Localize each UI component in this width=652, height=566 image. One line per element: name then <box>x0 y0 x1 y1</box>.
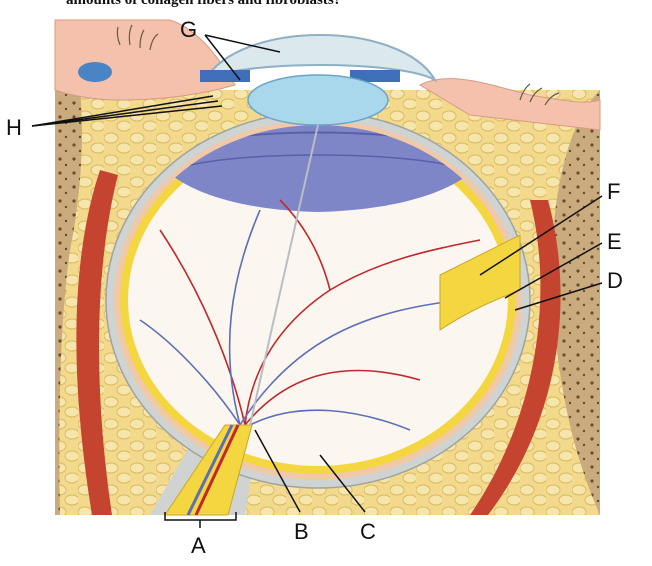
lens <box>248 75 388 125</box>
label-c: C <box>360 519 376 544</box>
label-d: D <box>607 268 623 293</box>
label-b: B <box>294 519 309 544</box>
question-text-fragment: amounts of collagen fibers and fibroblas… <box>66 0 341 8</box>
label-g: G <box>180 17 197 42</box>
label-a: A <box>191 533 206 558</box>
label-f: F <box>607 179 620 204</box>
label-e: E <box>607 229 622 254</box>
label-h: H <box>6 115 22 140</box>
